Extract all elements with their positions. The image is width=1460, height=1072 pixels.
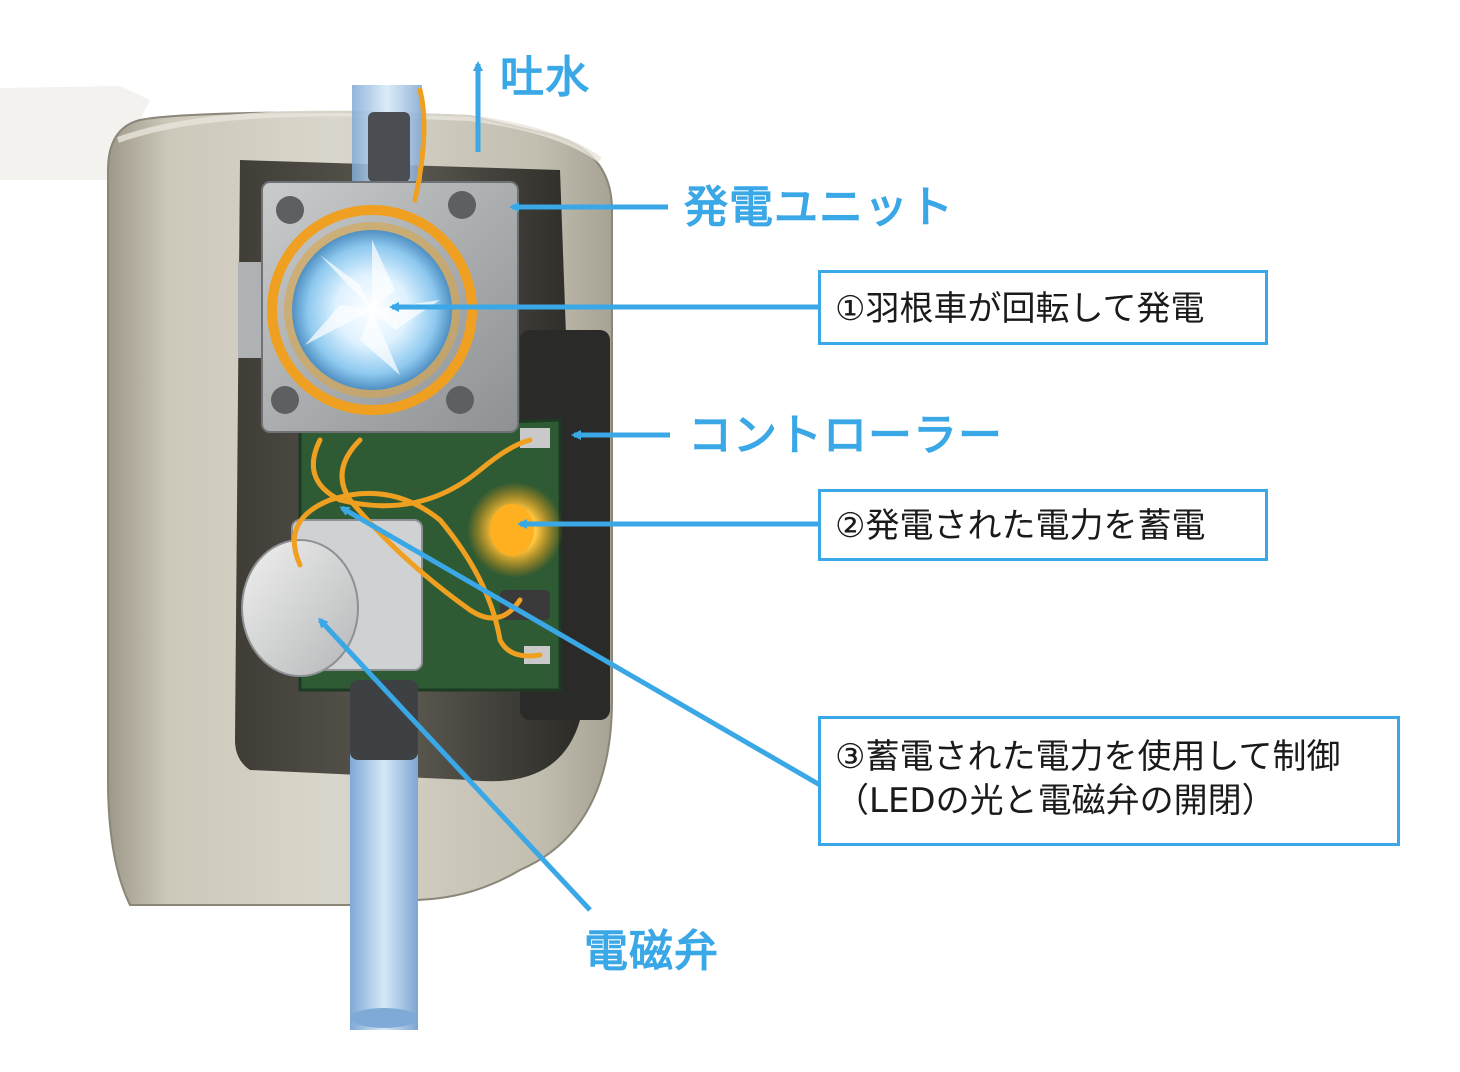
outlet-fitting bbox=[368, 112, 410, 182]
generator-unit-label: 発電ユニット bbox=[684, 182, 954, 233]
solenoid-valve-label: 電磁弁 bbox=[584, 926, 719, 977]
step-1-text: ①羽根車が回転して発電 bbox=[835, 289, 1205, 329]
step-3-text-line-1: ③蓄電された電力を使用して制御 bbox=[835, 737, 1341, 777]
board-connector bbox=[520, 428, 550, 448]
controller-label: コントローラー bbox=[688, 410, 1003, 461]
arrows bbox=[317, 61, 822, 912]
step-3-text-line-2: （LEDの光と電磁弁の開閉） bbox=[835, 781, 1276, 822]
wires bbox=[291, 87, 543, 659]
housing-rim bbox=[116, 110, 602, 163]
step-2-text: ②発電された電力を蓄電 bbox=[835, 506, 1206, 546]
step-1-box: ①羽根車が回転して発電 bbox=[818, 270, 1268, 345]
step-3-box: ③蓄電された電力を使用して制御 （LEDの光と電磁弁の開閉） bbox=[818, 716, 1400, 846]
inlet-water-end bbox=[350, 1008, 418, 1028]
led bbox=[490, 504, 534, 556]
inlet-fitting bbox=[350, 680, 418, 760]
inlet-water bbox=[350, 740, 418, 1030]
outlet-label: 吐水 bbox=[500, 52, 590, 103]
solenoid-valve bbox=[241, 519, 423, 677]
step-2-box: ②発電された電力を蓄電 bbox=[818, 489, 1268, 561]
